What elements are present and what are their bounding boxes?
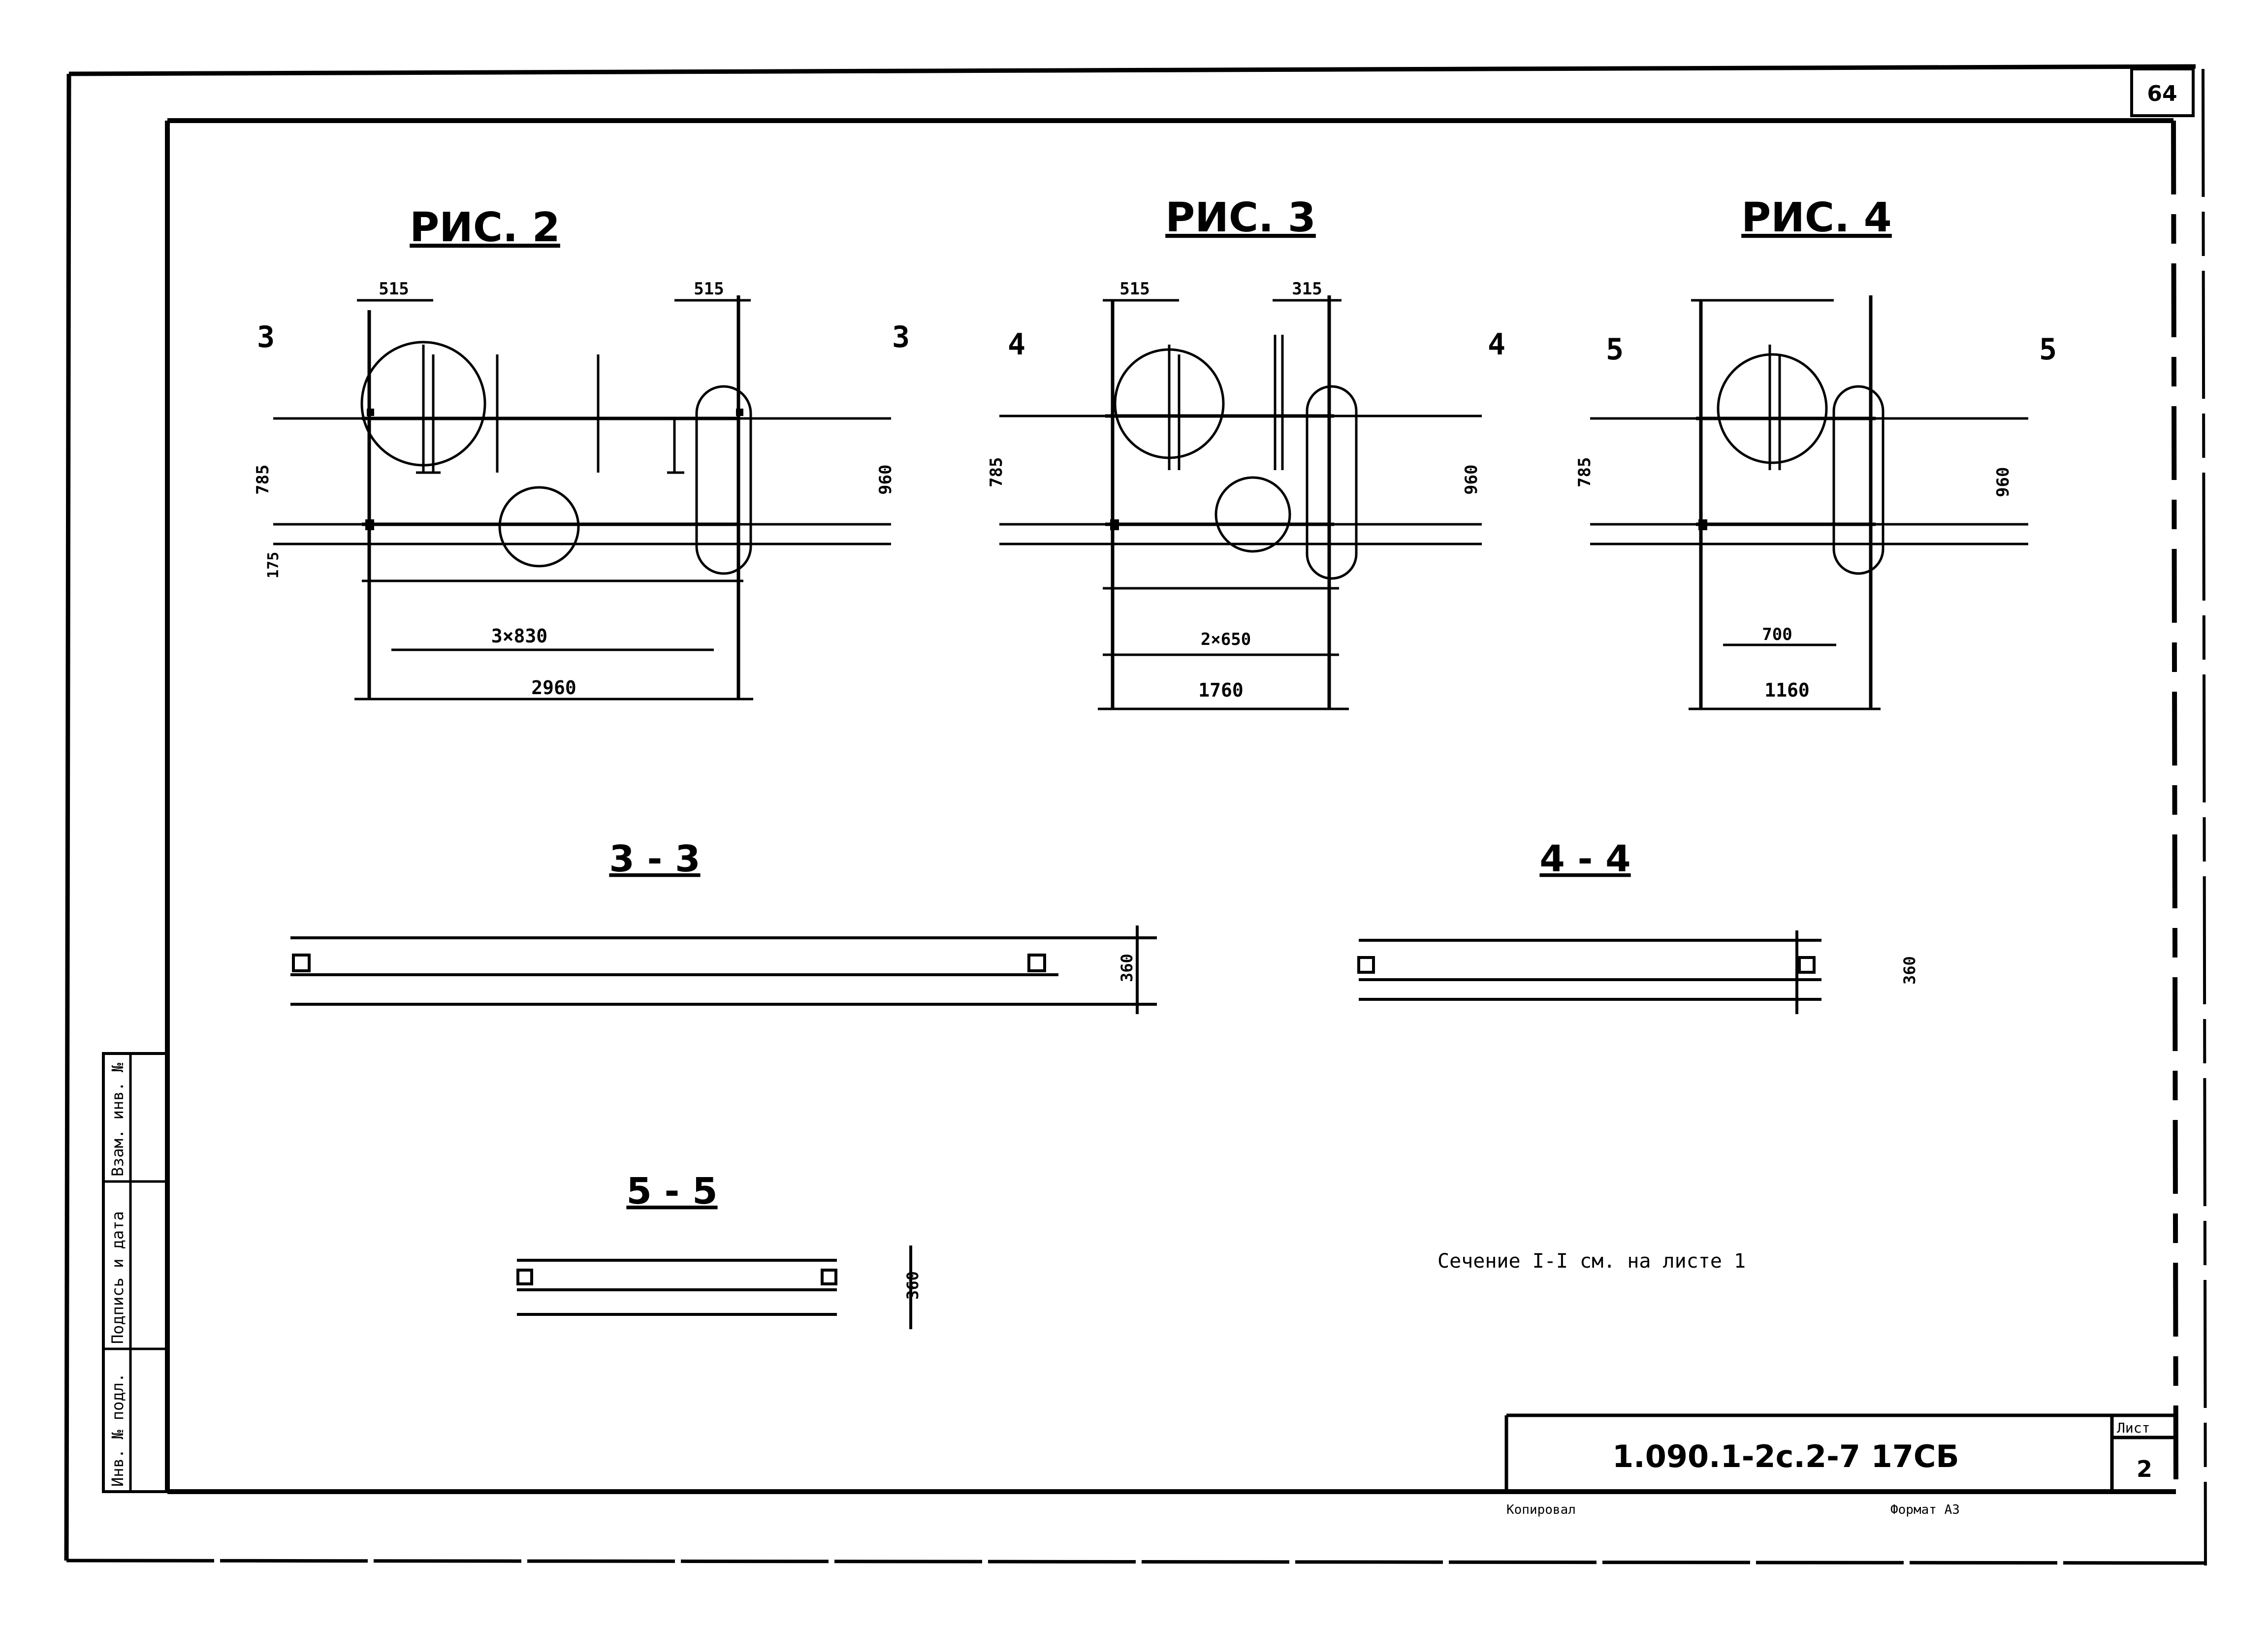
left-stamp: Инв. № подл. Подпись и дата Взам. инв. № [102, 1052, 169, 1493]
svg-text:785: 785 [253, 465, 273, 495]
sheet-number-box: 64 [2130, 67, 2195, 117]
figure-3: РИС. 3 2×650 1760 515 315 785 96 [987, 194, 1505, 710]
svg-text:960: 960 [876, 465, 895, 495]
section-4-4-height: 360 [1900, 956, 1919, 985]
stamp-signature-date: Подпись и дата [108, 1211, 127, 1344]
svg-text:785: 785 [1575, 457, 1595, 487]
svg-text:3: 3 [257, 320, 275, 354]
figure-2: РИС. 2 3×830 2960 515 5 [253, 204, 910, 701]
title-block: 1.090.1-2с.2-7 17СБ Лист 2 Копировал Фор… [1504, 1413, 2173, 1517]
svg-text:3: 3 [892, 320, 910, 354]
svg-text:515: 515 [694, 279, 724, 299]
svg-text:3×830: 3×830 [491, 625, 547, 647]
section-4-4: 4 - 4 360 [1357, 838, 1919, 1014]
document-code: 1.090.1-2с.2-7 17СБ [1612, 1438, 1959, 1474]
svg-text:315: 315 [1292, 279, 1322, 299]
svg-text:1760: 1760 [1198, 679, 1244, 701]
svg-text:960: 960 [1993, 467, 2013, 497]
section-5-5-height: 360 [903, 1271, 922, 1300]
stamp-replace-inv: Взам. инв. № [108, 1062, 127, 1177]
svg-text:2×650: 2×650 [1201, 630, 1251, 649]
sheet-number-top: 64 [2147, 81, 2177, 106]
figure-3-title: РИС. 3 [1165, 194, 1316, 241]
svg-text:515: 515 [1119, 279, 1150, 299]
svg-text:4: 4 [1488, 327, 1505, 362]
section-5-5-title: 5 - 5 [626, 1170, 717, 1213]
section-3-3-title: 3 - 3 [609, 838, 700, 880]
figure-2-title: РИС. 2 [410, 204, 560, 251]
list-number: 2 [2137, 1456, 2152, 1482]
section-4-4-title: 4 - 4 [1539, 838, 1630, 880]
svg-text:2960: 2960 [531, 677, 576, 699]
figure-4: РИС. 4 700 1160 785 960 5 5 [1575, 194, 2057, 710]
list-label: Лист [2117, 1420, 2150, 1436]
svg-text:515: 515 [379, 279, 409, 299]
svg-text:4: 4 [1008, 327, 1025, 362]
svg-text:960: 960 [1462, 465, 1481, 495]
section-3-3-height: 360 [1118, 954, 1136, 982]
figure-4-title: РИС. 4 [1741, 194, 1892, 241]
svg-text:1160: 1160 [1764, 679, 1810, 701]
svg-text:700: 700 [1762, 625, 1792, 644]
section-3-3: 3 - 3 360 [290, 838, 1157, 1014]
stamp-inv-no: Инв. № подл. [108, 1373, 127, 1487]
svg-text:175: 175 [265, 552, 282, 578]
svg-text:5: 5 [2039, 332, 2057, 367]
svg-text:785: 785 [987, 457, 1006, 487]
svg-text:5: 5 [1606, 332, 1624, 367]
format-label: Формат А3 [1890, 1502, 1960, 1517]
section-note: Сечение I-I см. на листе 1 [1437, 1250, 1746, 1273]
section-5-5: 5 - 5 360 [516, 1170, 922, 1329]
copied-label: Копировал [1506, 1502, 1576, 1517]
